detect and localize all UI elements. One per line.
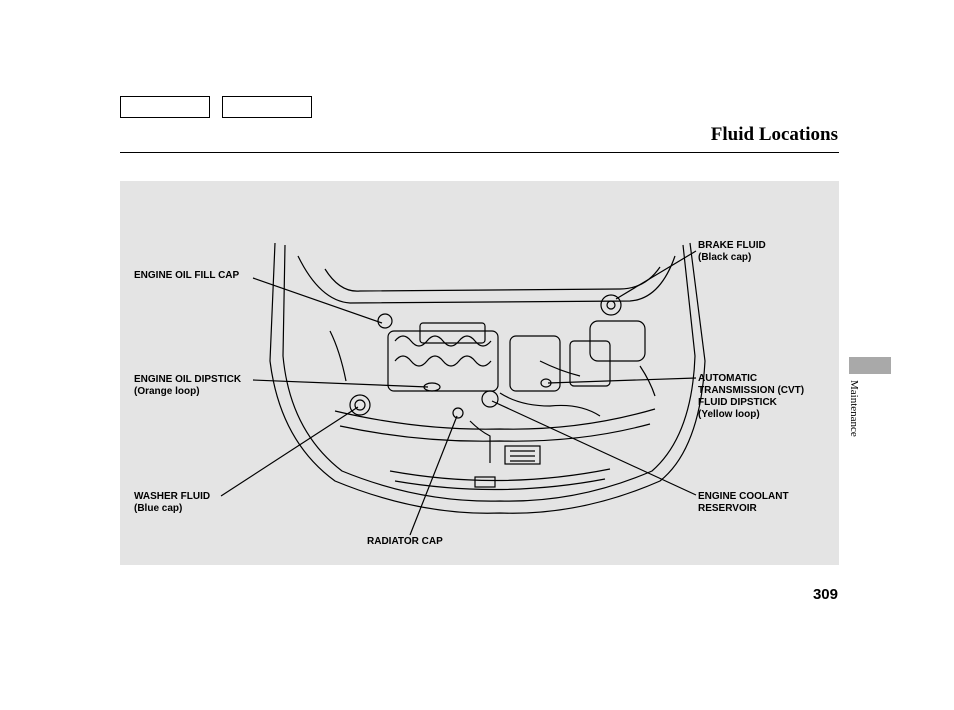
section-tab-label: Maintenance [848, 380, 860, 437]
section-tab-marker[interactable] [849, 357, 891, 374]
callout-cvt-fluid-dipstick: AUTOMATIC TRANSMISSION (CVT) FLUID DIPST… [698, 373, 804, 421]
label-cvt-line2: TRANSMISSION (CVT) [698, 385, 805, 396]
page-number: 309 [812, 586, 838, 603]
callout-brake-fluid: BRAKE FLUID (Black cap) [698, 240, 766, 264]
page-title: Fluid Locations [710, 124, 838, 145]
callout-engine-coolant-reservoir: ENGINE COOLANT RESERVOIR [698, 491, 789, 515]
label-cvt-line1: AUTOMATIC [698, 373, 758, 384]
title-divider [120, 152, 839, 153]
label-engine-oil-dipstick: ENGINE OIL DIPSTICK [134, 374, 242, 385]
label-engine-oil-fill-cap: ENGINE OIL FILL CAP [134, 270, 240, 281]
label-brake-fluid-note: (Black cap) [698, 252, 752, 263]
label-cvt-note: (Yellow loop) [698, 409, 760, 420]
label-coolant-line1: ENGINE COOLANT [698, 491, 789, 502]
label-brake-fluid: BRAKE FLUID [698, 240, 766, 251]
engine-compartment-figure: ENGINE OIL FILL CAP ENGINE OIL DIPSTICK … [120, 181, 839, 565]
label-coolant-line2: RESERVOIR [698, 503, 757, 514]
label-washer-fluid-note: (Blue cap) [134, 503, 183, 514]
nav-button-next[interactable] [222, 96, 312, 118]
label-radiator-cap: RADIATOR CAP [367, 536, 443, 547]
engine-illustration [220, 242, 706, 536]
callout-engine-oil-dipstick: ENGINE OIL DIPSTICK (Orange loop) [134, 374, 241, 398]
label-engine-oil-dipstick-note: (Orange loop) [134, 386, 200, 397]
nav-button-previous[interactable] [120, 96, 210, 118]
callout-radiator-cap: RADIATOR CAP [367, 536, 443, 548]
callout-engine-oil-fill-cap: ENGINE OIL FILL CAP [134, 270, 239, 282]
label-washer-fluid: WASHER FLUID [134, 491, 211, 502]
label-cvt-line3: FLUID DIPSTICK [698, 397, 777, 408]
callout-washer-fluid: WASHER FLUID (Blue cap) [134, 491, 210, 515]
